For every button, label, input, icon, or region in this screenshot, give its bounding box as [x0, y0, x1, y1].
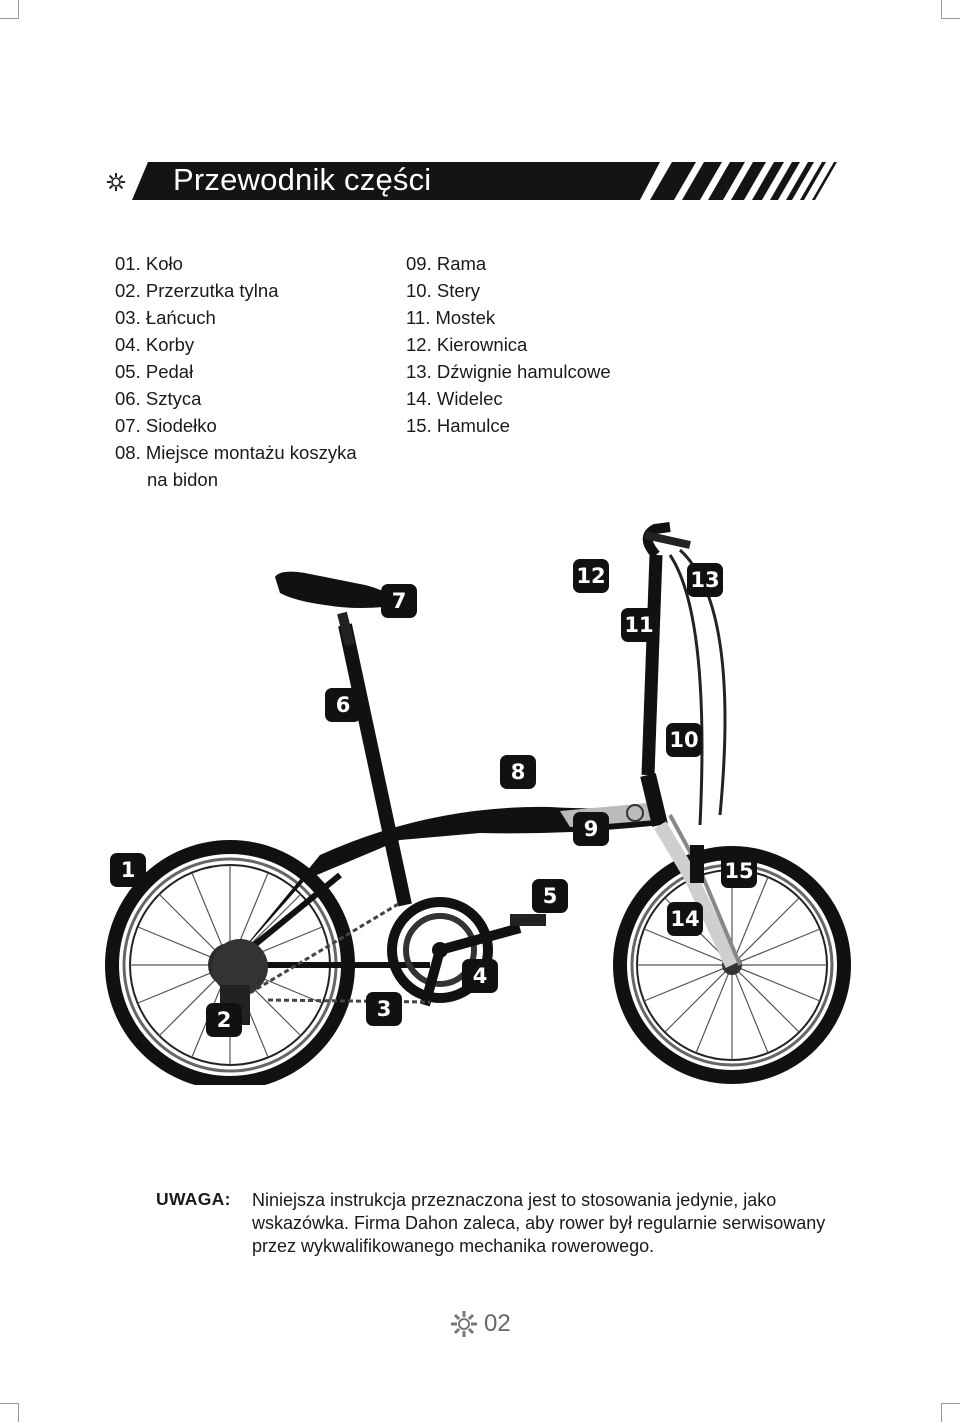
page-title: Przewodnik części — [173, 162, 432, 197]
part-item: 12. Kierownica — [406, 334, 528, 355]
callout-5: 5 — [532, 879, 568, 913]
part-item: 04. Korby — [115, 334, 195, 355]
part-item: 02. Przerzutka tylna — [115, 280, 279, 301]
note-label: UWAGA: — [156, 1189, 231, 1209]
bike-diagram: 1 2 3 4 5 6 7 8 9 10 11 12 13 14 15 — [100, 515, 860, 1090]
callout-2: 2 — [206, 1003, 242, 1037]
parts-list-right: 09. Rama 10. Stery 11. Mostek 12. Kierow… — [406, 250, 611, 439]
page-number: 02 — [484, 1310, 511, 1337]
callout-4: 4 — [462, 959, 498, 993]
part-item: 01. Koło — [115, 253, 183, 274]
part-item: 13. Dźwignie hamulcowe — [406, 361, 611, 382]
part-item: 09. Rama — [406, 253, 487, 274]
part-item: 10. Stery — [406, 280, 481, 301]
callout-6: 6 — [325, 688, 361, 722]
callout-3: 3 — [366, 992, 402, 1026]
callout-7: 7 — [381, 584, 417, 618]
callout-10: 10 — [666, 723, 702, 757]
callout-12: 12 — [573, 559, 609, 593]
callout-9: 9 — [573, 812, 609, 846]
crop-mark-bottom-right — [941, 1403, 960, 1422]
dahon-sun-icon — [107, 173, 125, 191]
part-item: 03. Łańcuch — [115, 307, 216, 328]
dahon-sun-icon — [451, 1311, 477, 1337]
part-item: 06. Sztyca — [115, 388, 202, 409]
section-header-bar — [100, 160, 840, 204]
callout-15: 15 — [721, 854, 757, 888]
callout-14: 14 — [667, 902, 703, 936]
part-item: 11. Mostek — [406, 307, 496, 328]
note-text: Niniejsza instrukcja przeznaczona jest t… — [252, 1190, 826, 1256]
crop-mark-bottom-left — [0, 1403, 19, 1422]
part-item: 14. Widelec — [406, 388, 503, 409]
part-item: 05. Pedał — [115, 361, 194, 382]
page-footer: 02 — [450, 1310, 511, 1338]
callout-1: 1 — [110, 853, 146, 887]
callout-11: 11 — [621, 608, 657, 642]
part-item: 15. Hamulce — [406, 415, 510, 436]
part-item-continuation: na bidon — [147, 469, 218, 490]
chainring — [387, 897, 546, 1007]
callout-8: 8 — [500, 755, 536, 789]
parts-list-left: 01. Koło 02. Przerzutka tylna 03. Łańcuc… — [115, 250, 357, 493]
crop-mark-top-left — [0, 0, 19, 19]
crop-mark-top-right — [941, 0, 960, 19]
part-item: 07. Siodełko — [115, 415, 217, 436]
callout-13: 13 — [687, 563, 723, 597]
part-item: 08. Miejsce montażu koszyka — [115, 442, 357, 463]
